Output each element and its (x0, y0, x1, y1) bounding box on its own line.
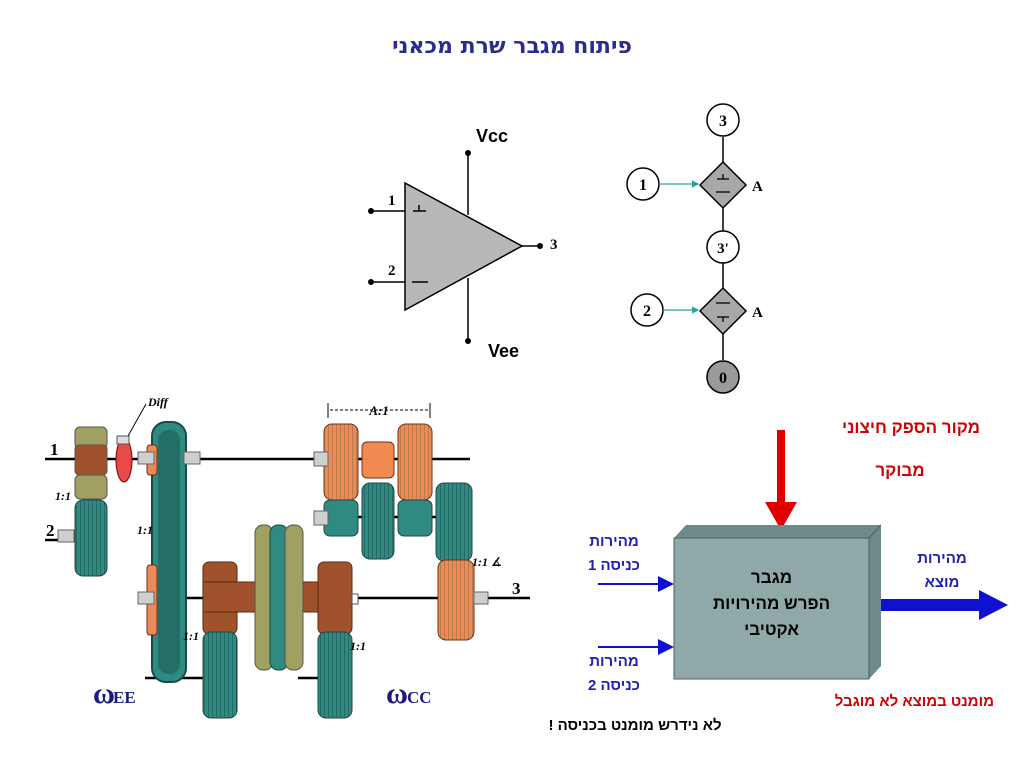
vee-label: Vee (488, 341, 519, 361)
mechanical-gearbox: 1 2 3 Diff 1:1 1:1 A:1 (45, 395, 530, 719)
vcc-terminal (465, 150, 471, 156)
omega-ee-subscript: EE (113, 688, 136, 707)
page-title: פיתוח מגבר שרת מכאני (392, 34, 632, 59)
vee-terminal (465, 338, 471, 344)
opamp-pin2-label: 2 (388, 263, 396, 279)
block-title-1: מגבר (750, 568, 793, 587)
node-0-circle (706, 360, 740, 394)
ratio-label-1: 1:1 (55, 489, 71, 503)
gear-orange-small (361, 441, 395, 479)
gearbox-input1-label: 1 (50, 440, 59, 459)
differential-gear (115, 437, 133, 483)
dependent-source-2 (698, 286, 748, 336)
ratio-label-3: 1:1 (472, 555, 488, 569)
node-2-label: 2 (643, 303, 651, 320)
block-title-3: אקטיבי (744, 620, 799, 639)
block-diagram (598, 430, 1008, 680)
ratio-label-5: 1:1 (350, 639, 366, 653)
input1-terminal (368, 208, 374, 214)
opamp-model: 3 A 1 3' A 2 0 (626, 103, 763, 394)
input2-label-1: מהירות (589, 653, 639, 670)
dependent-source-1 (698, 160, 748, 210)
ratio-label-2: 1:1 (137, 523, 153, 537)
power-arrow-shaft (777, 430, 785, 502)
gearbox-output3-label: 3 (512, 579, 521, 598)
gain-a1-label: A (752, 179, 763, 195)
power-arrow-head (765, 502, 797, 530)
opamp-pin3-label: 3 (550, 237, 558, 253)
input-note: לא נידרש מומנט בכניסה ! (548, 717, 722, 734)
diff-label: Diff (147, 395, 169, 409)
output-label-1: מהירות (917, 550, 967, 567)
input1-label-2: כניסה 1 (588, 557, 640, 574)
node-0-label: 0 (719, 370, 727, 387)
node-1-label: 1 (639, 177, 647, 194)
input2-terminal (368, 279, 374, 285)
input2-label-2: כניסה 2 (588, 677, 640, 694)
node-3-label: 3 (719, 113, 727, 130)
external-source-label-2: מבוקר (875, 461, 925, 480)
external-source-label-1: מקור הספק חיצוני (841, 418, 980, 437)
gear-brown-input (74, 444, 108, 476)
gearbox-input2-label: 2 (46, 521, 55, 540)
amplifier-block (673, 537, 870, 680)
opamp-triangle (404, 181, 524, 312)
output-label-2: מוצא (924, 574, 960, 591)
angle-icon: ∡ (491, 555, 502, 569)
output-arrow-shaft (881, 599, 981, 611)
block-title-2: הפרש מהירויות (712, 594, 831, 613)
omega-cc-subscript: CC (407, 688, 432, 707)
gear-olive-bottom (74, 474, 108, 500)
gear-olive-central-2 (284, 524, 304, 671)
node-3prime-circle (706, 230, 740, 264)
node-3prime-label: 3' (717, 241, 729, 257)
torque-note: מומנט במוצא לא מוגבל (834, 693, 994, 710)
output-arrow-head (979, 590, 1008, 620)
omega-cc-symbol: ω (386, 677, 408, 710)
gear-brown-right (317, 561, 353, 635)
opamp-symbol: Vcc Vee 1 2 3 (368, 126, 558, 361)
output-terminal (537, 243, 543, 249)
opamp-pin1-label: 1 (388, 193, 396, 209)
vcc-label: Vcc (476, 126, 508, 146)
ratio-a-label: A:1 (368, 403, 389, 418)
gain-a2-label: A (752, 305, 763, 321)
omega-ee-symbol: ω (93, 677, 115, 710)
input1-label-1: מהירות (589, 533, 639, 550)
node-3-circle (706, 103, 740, 137)
ratio-label-4: 1:1 (183, 629, 199, 643)
